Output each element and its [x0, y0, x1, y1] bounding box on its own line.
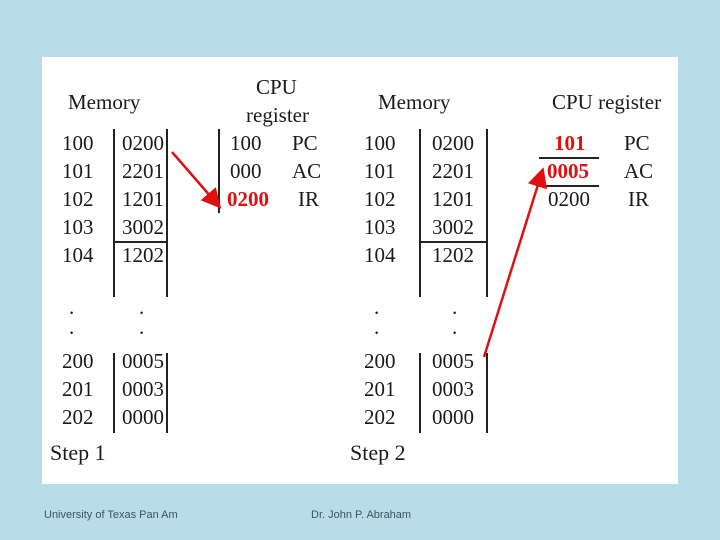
- step2-reg-name-ac: AC: [624, 159, 654, 183]
- step1-mem-val-4: 1202: [122, 243, 164, 267]
- step2-reg-name-pc: PC: [624, 131, 650, 155]
- step1-mem-lower-val-2: 0000: [122, 405, 164, 429]
- step1-ellipsis-val-0: .: [139, 295, 145, 319]
- step2-ellipsis-addr-0: .: [374, 295, 380, 319]
- step1-mem-val-3: 3002: [122, 215, 164, 239]
- step1-ellipsis-addr-1: .: [69, 315, 75, 339]
- footer-left: University of Texas Pan Am: [44, 509, 178, 521]
- step1-label: Step 1: [50, 440, 106, 465]
- step2-memory-border-upper: [486, 129, 488, 297]
- slide-content: Memory CPU register 100 0200 101 2201 10…: [42, 57, 678, 484]
- step1-register-left-border: [218, 129, 220, 213]
- step2-cpu-title: CPU register: [552, 90, 662, 114]
- step1-memory-title: Memory: [68, 90, 141, 114]
- step1-reg-value-ir: 0200: [227, 187, 269, 211]
- step2-load-arrow: [482, 167, 548, 358]
- step2-memory-row-separator: [419, 241, 487, 243]
- footer-center: Dr. John P. Abraham: [311, 509, 412, 521]
- step2-mem-addr-1: 101: [364, 159, 396, 183]
- step1-mem-lower-val-0: 0005: [122, 349, 164, 373]
- step1-memory-row-separator: [113, 241, 167, 243]
- step1-ellipsis-addr-0: .: [69, 295, 75, 319]
- step2-memory-border-lower: [486, 353, 488, 433]
- step2-memory-divider-lower: [419, 353, 421, 433]
- step1-mem-addr-0: 100: [62, 131, 94, 155]
- step1-mem-lower-val-1: 0003: [122, 377, 164, 401]
- step2-mem-lower-val-2: 0000: [432, 405, 474, 429]
- step2-ellipsis-addr-1: .: [374, 315, 380, 339]
- step1-memory-border-lower: [166, 353, 168, 433]
- step1-mem-val-1: 2201: [122, 159, 164, 183]
- step2-mem-val-2: 1201: [432, 187, 474, 211]
- step1-mem-lower-addr-2: 202: [62, 405, 94, 429]
- step1-reg-name-ir: IR: [298, 187, 319, 211]
- step1-memory-border-upper: [166, 129, 168, 297]
- step1-reg-value-ac: 000: [230, 159, 262, 183]
- step1-mem-addr-3: 103: [62, 215, 94, 239]
- step2-reg-value-ir: 0200: [548, 187, 590, 211]
- step1-memory-divider-upper: [113, 129, 115, 297]
- step1-reg-value-pc: 100: [230, 131, 262, 155]
- step1-mem-lower-addr-1: 201: [62, 377, 94, 401]
- step2-memory-title: Memory: [378, 90, 451, 114]
- step2-mem-lower-addr-0: 200: [364, 349, 396, 373]
- step2-label: Step 2: [350, 440, 406, 465]
- step1-mem-lower-addr-0: 200: [62, 349, 94, 373]
- step2-mem-lower-val-1: 0003: [432, 377, 474, 401]
- step2-mem-lower-addr-2: 202: [364, 405, 396, 429]
- step2-mem-val-0: 0200: [432, 131, 474, 155]
- step2-mem-lower-val-0: 0005: [432, 349, 474, 373]
- step2-register-separator-2: [539, 185, 599, 187]
- step1-reg-name-pc: PC: [292, 131, 318, 155]
- step2-reg-value-pc: 101: [554, 131, 586, 155]
- step2-reg-name-ir: IR: [628, 187, 649, 211]
- step1-mem-addr-1: 101: [62, 159, 94, 183]
- step2-mem-val-1: 2201: [432, 159, 474, 183]
- step1-mem-val-2: 1201: [122, 187, 164, 211]
- step1-reg-name-ac: AC: [292, 159, 322, 183]
- arrows-layer: [171, 151, 548, 358]
- step2-memory-divider-upper: [419, 129, 421, 297]
- step2-ellipsis-val-1: .: [452, 315, 458, 339]
- step1-cpu-title-line2: register: [246, 103, 309, 127]
- step1-mem-addr-4: 104: [62, 243, 94, 267]
- step2-mem-val-3: 3002: [432, 215, 474, 239]
- step2-mem-val-4: 1202: [432, 243, 474, 267]
- step1-mem-addr-2: 102: [62, 187, 94, 211]
- step2-mem-addr-2: 102: [364, 187, 396, 211]
- step1-memory-divider-lower: [113, 353, 115, 433]
- step1-fetch-arrow: [171, 151, 222, 209]
- step1-mem-val-0: 0200: [122, 131, 164, 155]
- step1-ellipsis-val-1: .: [139, 315, 145, 339]
- step2-mem-lower-addr-1: 201: [364, 377, 396, 401]
- step2-mem-addr-0: 100: [364, 131, 396, 155]
- step1-cpu-title-line1: CPU: [256, 75, 297, 99]
- step2-mem-addr-3: 103: [364, 215, 396, 239]
- step2-register-separator-1: [539, 157, 599, 159]
- step2-mem-addr-4: 104: [364, 243, 396, 267]
- step2-ellipsis-val-0: .: [452, 295, 458, 319]
- step2-reg-value-ac: 0005: [547, 159, 589, 183]
